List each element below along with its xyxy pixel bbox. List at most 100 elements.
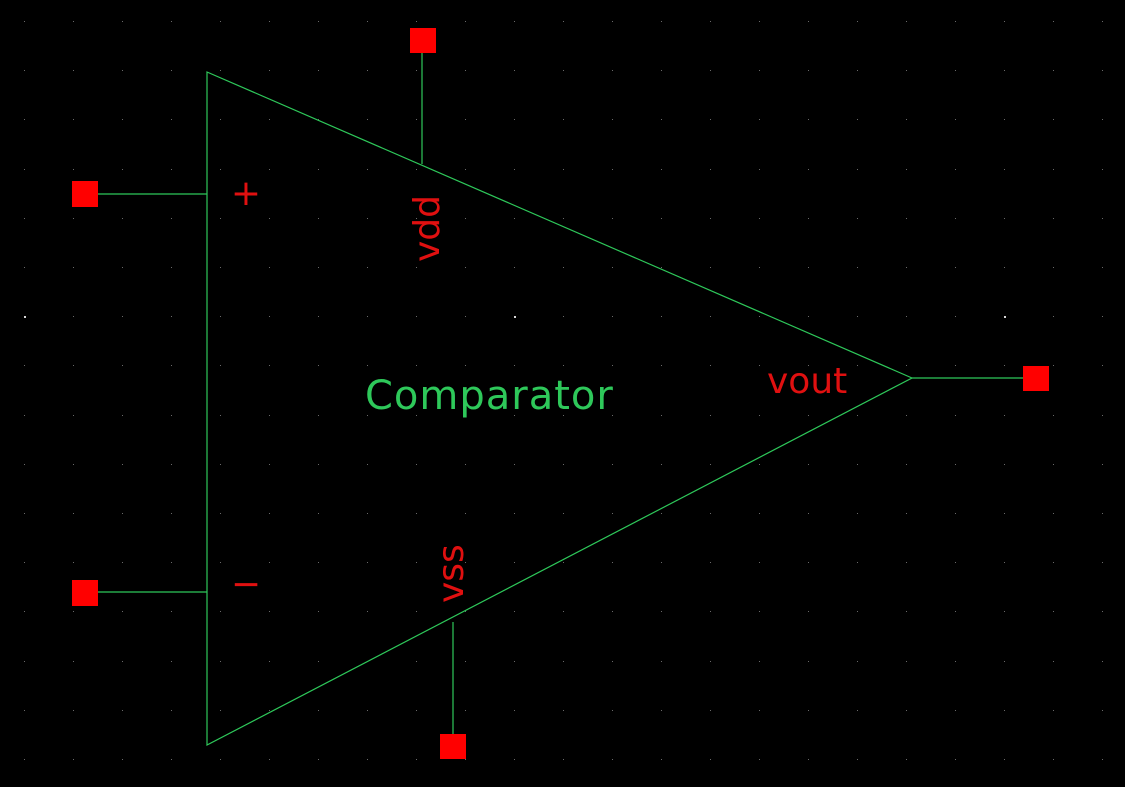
grid-dot — [318, 267, 319, 268]
grid-dot — [220, 21, 221, 22]
grid-dot — [563, 661, 564, 662]
grid-dot — [1053, 611, 1054, 612]
grid-dot — [171, 611, 172, 612]
cell-name-label: Comparator — [365, 373, 614, 419]
grid-dot — [122, 21, 123, 22]
grid-dot — [1004, 267, 1005, 268]
grid-dot — [906, 218, 907, 219]
grid-dot — [857, 169, 858, 170]
grid-dot — [906, 464, 907, 465]
grid-dot — [122, 218, 123, 219]
grid-dot — [906, 316, 907, 317]
grid-dot — [1102, 365, 1103, 366]
vout-pin[interactable] — [1023, 366, 1049, 391]
grid-dot — [612, 661, 613, 662]
grid-dot — [416, 119, 417, 120]
grid-dot — [612, 759, 613, 760]
grid-dot — [1004, 513, 1005, 514]
grid-dot — [171, 316, 172, 317]
grid-dot — [1102, 70, 1103, 71]
grid-dot — [514, 611, 515, 612]
grid-dot — [1102, 169, 1103, 170]
grid-dot — [661, 70, 662, 71]
grid-dot — [269, 267, 270, 268]
grid-dot — [808, 267, 809, 268]
grid-dot — [171, 169, 172, 170]
grid-dot — [1004, 464, 1005, 465]
grid-dot — [1053, 119, 1054, 120]
comparator-triangle[interactable] — [206, 71, 914, 746]
grid-dot — [269, 513, 270, 514]
grid-dot — [220, 759, 221, 760]
grid-dot — [122, 611, 123, 612]
grid-dot — [24, 218, 25, 219]
grid-dot — [563, 611, 564, 612]
grid-dot — [171, 218, 172, 219]
grid-dot — [122, 70, 123, 71]
grid-dot — [1053, 710, 1054, 711]
grid-dot — [465, 611, 466, 612]
vss-pin[interactable] — [440, 734, 466, 759]
grid-dot — [906, 611, 907, 612]
grid-dot — [1102, 759, 1103, 760]
grid-dot — [759, 759, 760, 760]
grid-dot — [661, 365, 662, 366]
grid-dot — [759, 415, 760, 416]
grid-dot — [563, 759, 564, 760]
grid-dot — [1102, 661, 1103, 662]
grid-dot — [318, 70, 319, 71]
vdd-pin[interactable] — [410, 28, 436, 53]
grid-dot — [24, 21, 25, 22]
grid-dot — [367, 267, 368, 268]
grid-dot — [367, 218, 368, 219]
grid-dot — [220, 169, 221, 170]
grid-dot — [171, 759, 172, 760]
grid-dot — [808, 710, 809, 711]
grid-dot — [416, 169, 417, 170]
grid-dot — [73, 415, 74, 416]
grid-dot — [122, 562, 123, 563]
grid-dot — [465, 562, 466, 563]
grid-dot — [857, 759, 858, 760]
input-plus-pin[interactable] — [72, 181, 98, 207]
grid-dot — [955, 611, 956, 612]
grid-dot — [416, 70, 417, 71]
input-minus-pin[interactable] — [72, 580, 98, 606]
grid-dot — [514, 21, 515, 22]
grid-dot — [955, 169, 956, 170]
grid-dot — [318, 169, 319, 170]
grid-dot — [220, 661, 221, 662]
grid-dot — [1004, 661, 1005, 662]
grid-dot — [1004, 759, 1005, 760]
grid-dot — [220, 316, 221, 317]
grid-dot — [24, 267, 25, 268]
grid-dot — [612, 611, 613, 612]
grid-dot — [710, 316, 711, 317]
grid-dot — [24, 611, 25, 612]
grid-dot — [563, 267, 564, 268]
grid-dot — [759, 218, 760, 219]
vout-label: vout — [767, 361, 847, 402]
grid-dot — [906, 562, 907, 563]
grid-dot — [808, 661, 809, 662]
grid-dot — [73, 169, 74, 170]
grid-dot — [220, 464, 221, 465]
grid-dot — [220, 611, 221, 612]
grid-dot — [759, 710, 760, 711]
grid-dot — [661, 759, 662, 760]
grid-dot — [318, 759, 319, 760]
grid-dot — [1102, 21, 1103, 22]
grid-dot — [612, 464, 613, 465]
grid-dot — [563, 119, 564, 120]
grid-dot — [759, 562, 760, 563]
grid-dot — [906, 415, 907, 416]
grid-dot — [220, 415, 221, 416]
grid-dot — [24, 710, 25, 711]
grid-dot — [955, 759, 956, 760]
grid-dot — [955, 267, 956, 268]
input-minus-label: − — [231, 564, 261, 605]
grid-dot — [73, 661, 74, 662]
grid-dot — [416, 661, 417, 662]
grid-dot — [122, 169, 123, 170]
